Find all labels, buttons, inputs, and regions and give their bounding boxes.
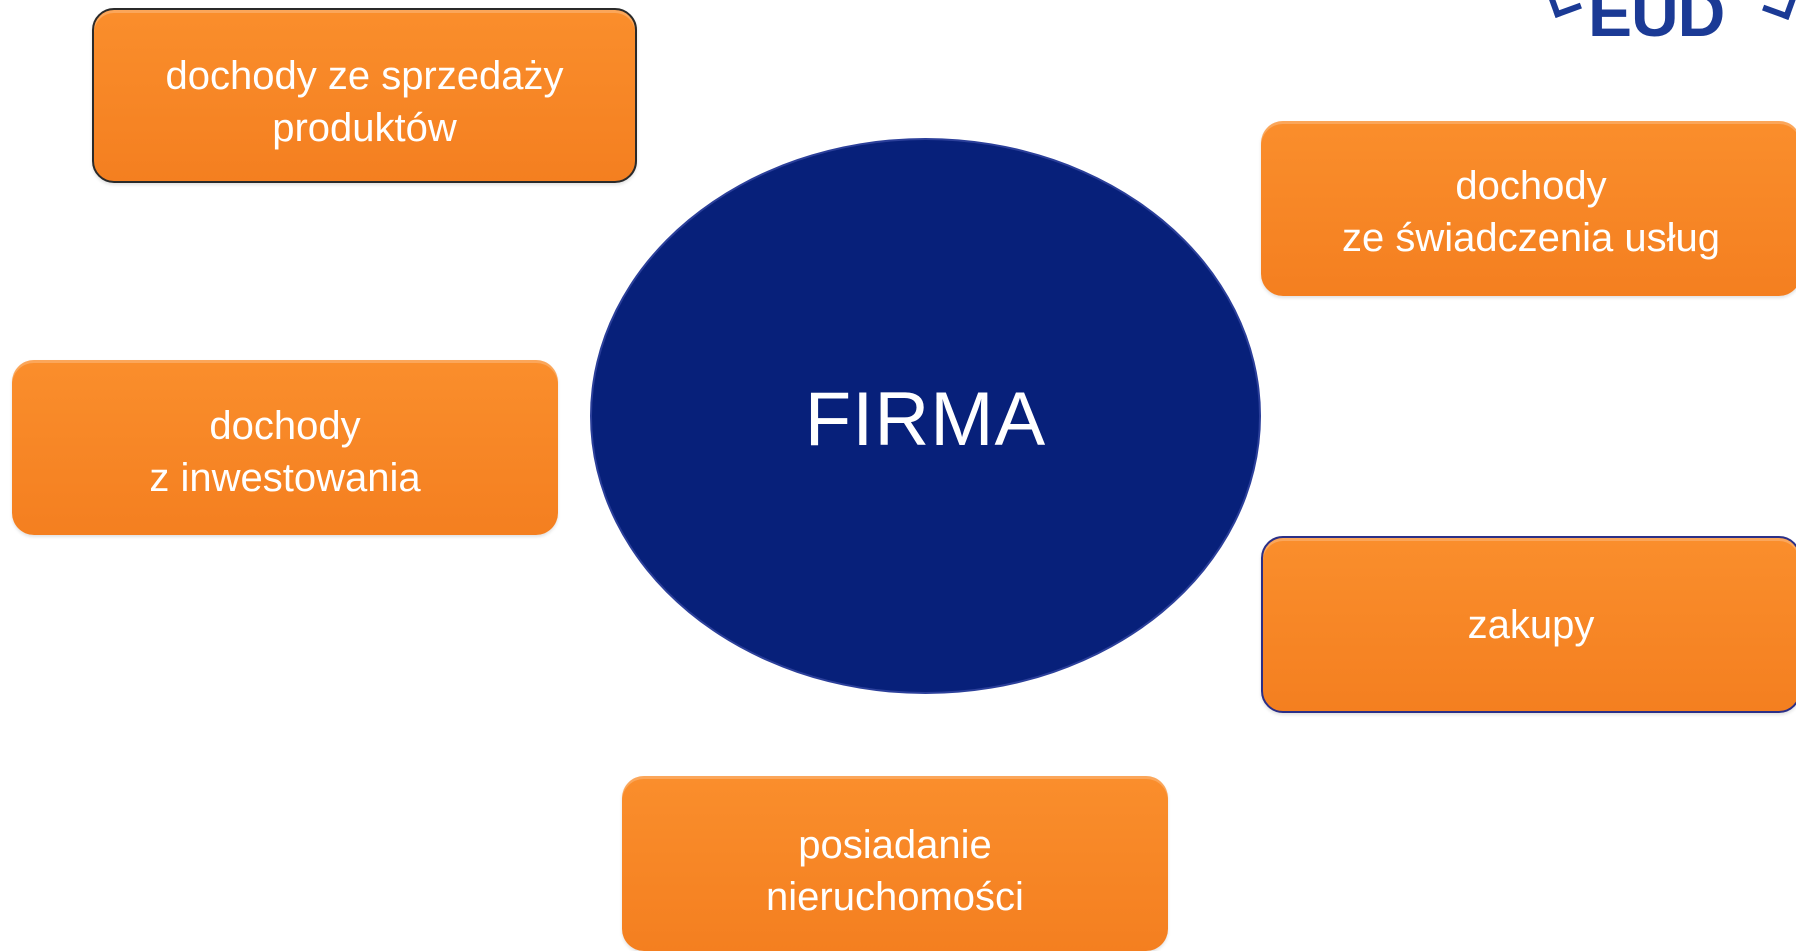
logo-arc-left-icon (1546, 0, 1582, 18)
box-label: posiadanie nieruchomości (766, 822, 1024, 919)
box-label: dochody ze świadczenia usług (1342, 163, 1720, 260)
box-label: dochody ze sprzedaży produktów (165, 54, 564, 150)
box-income-from-product-sales: dochody ze sprzedaży produktów (92, 8, 637, 183)
box-label: zakupy (1467, 602, 1595, 647)
box-income-from-services: dochody ze świadczenia usług (1261, 121, 1796, 296)
box-income-from-investing: dochody z inwestowania (12, 360, 558, 535)
eud-logo: EUD (1536, 0, 1796, 66)
logo-arc-right-icon (1762, 0, 1796, 20)
box-real-estate-ownership: posiadanie nieruchomości (622, 776, 1168, 951)
box-purchases: zakupy (1261, 536, 1796, 713)
firma-label: FIRMA (804, 377, 1047, 462)
logo-text: EUD (1588, 0, 1725, 50)
firma-ellipse (590, 138, 1261, 694)
box-label: dochody z inwestowania (149, 403, 421, 500)
